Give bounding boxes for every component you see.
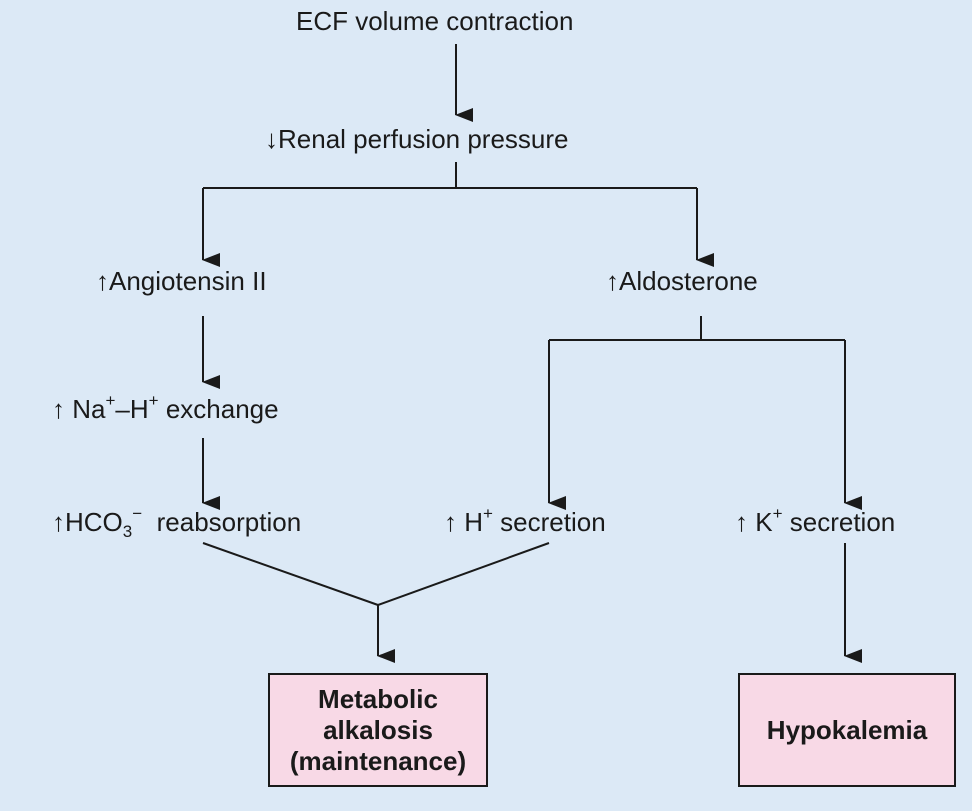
up-arrow-icon: ↑ xyxy=(444,507,457,537)
outcome-metabolic-alkalosis: Metabolic alkalosis (maintenance) xyxy=(268,673,488,787)
node-renal-perfusion-pressure: ↓Renal perfusion pressure xyxy=(265,124,569,154)
node-hco3-reabsorption: ↑HCO3− reabsorption xyxy=(52,504,302,542)
up-arrow-icon: ↑ xyxy=(96,266,109,296)
up-arrow-icon: ↑ xyxy=(52,394,65,424)
node-ecf-volume-contraction: ECF volume contraction xyxy=(296,6,574,36)
node-na-h-exchange: ↑ Na+–H+ exchange xyxy=(52,391,279,424)
up-arrow-icon: ↑ xyxy=(52,507,65,537)
down-arrow-icon: ↓ xyxy=(265,124,278,154)
converge-right xyxy=(377,542,550,606)
converge-left xyxy=(202,542,379,606)
outcome-line-2: alkalosis xyxy=(323,714,433,745)
node-h-secretion: ↑ H+ secretion xyxy=(444,504,606,537)
node-aldosterone: ↑Aldosterone xyxy=(606,266,758,296)
up-arrow-icon: ↑ xyxy=(735,507,748,537)
node-angiotensin-ii: ↑Angiotensin II xyxy=(96,266,267,296)
outcome-line-1: Metabolic xyxy=(318,683,438,714)
up-arrow-icon: ↑ xyxy=(606,266,619,296)
outcome-hypokalemia-label: Hypokalemia xyxy=(766,714,928,745)
node-k-secretion: ↑ K+ secretion xyxy=(735,504,896,537)
outcome-hypokalemia: Hypokalemia xyxy=(738,673,956,787)
outcome-line-3: (maintenance) xyxy=(289,745,467,776)
